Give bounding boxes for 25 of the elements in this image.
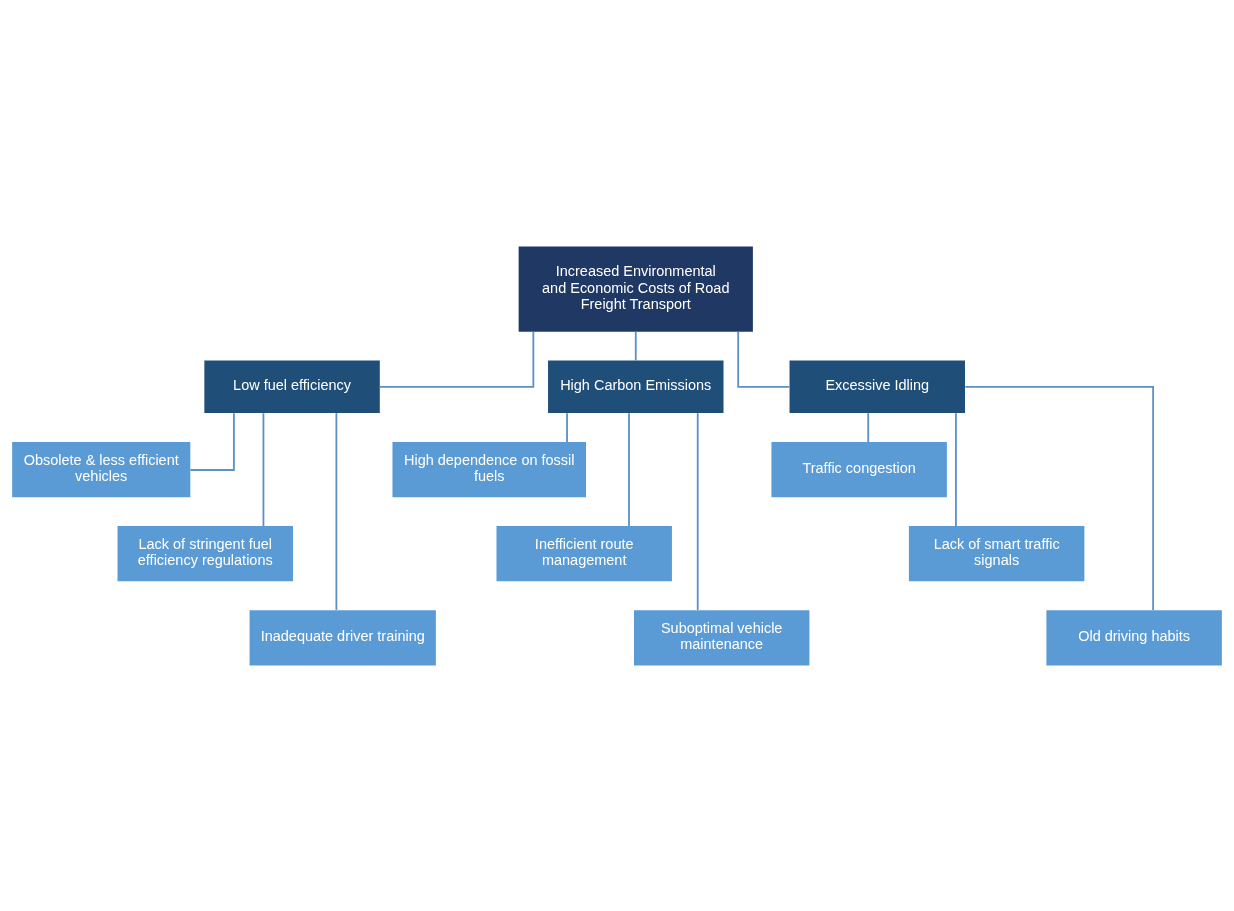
node-box: Suboptimal vehicle maintenance [633, 609, 810, 665]
node-box: Old driving habits [1046, 609, 1222, 665]
connector [335, 411, 338, 611]
node-box: Inefficient route management [496, 525, 672, 581]
node-box: Traffic congestion [771, 441, 947, 497]
node-box: Obsolete & less efficient vehicles [12, 441, 191, 497]
node-box: Inadequate driver training [249, 609, 436, 665]
connector [696, 411, 699, 611]
node-box: Lack of smart traffic signals [908, 525, 1085, 581]
node-box: Increased Environmental and Economic Costs of Road Freight Transport [518, 246, 753, 332]
connector [964, 385, 1155, 611]
connector [867, 411, 870, 443]
connector [634, 330, 637, 361]
node-box: Excessive Idling [789, 360, 965, 413]
connector [737, 330, 791, 388]
connector [262, 411, 265, 527]
node-box: Low fuel efficiency [204, 360, 380, 413]
node-box: Lack of stringent fuel efficiency regulations [117, 525, 293, 581]
connector [628, 411, 630, 527]
node-box: High dependence on fossil fuels [392, 441, 586, 497]
connector [955, 411, 957, 527]
node-box: High Carbon Emissions [548, 360, 724, 413]
connector [189, 411, 235, 471]
connector [378, 330, 535, 388]
connector [566, 411, 568, 443]
